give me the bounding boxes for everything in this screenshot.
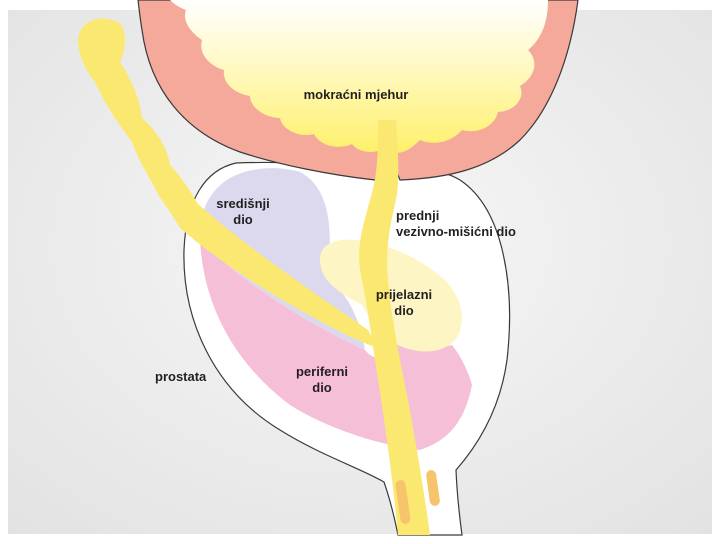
label-peripheral-zone-line2: dio	[312, 380, 332, 395]
label-anterior-zone-line1: prednji	[396, 208, 439, 223]
label-transition-zone-line2: dio	[394, 303, 414, 318]
label-prostate: prostata	[155, 369, 207, 384]
label-transition-zone-line1: prijelazni	[376, 287, 432, 302]
label-bladder: mokraćni mjehur	[304, 87, 409, 102]
label-peripheral-zone-line1: periferni	[296, 364, 348, 379]
label-anterior-zone-line2: vezivno-mišićni dio	[396, 224, 516, 239]
label-central-zone-line2: dio	[233, 212, 253, 227]
label-central-zone-line1: središnji	[216, 196, 269, 211]
